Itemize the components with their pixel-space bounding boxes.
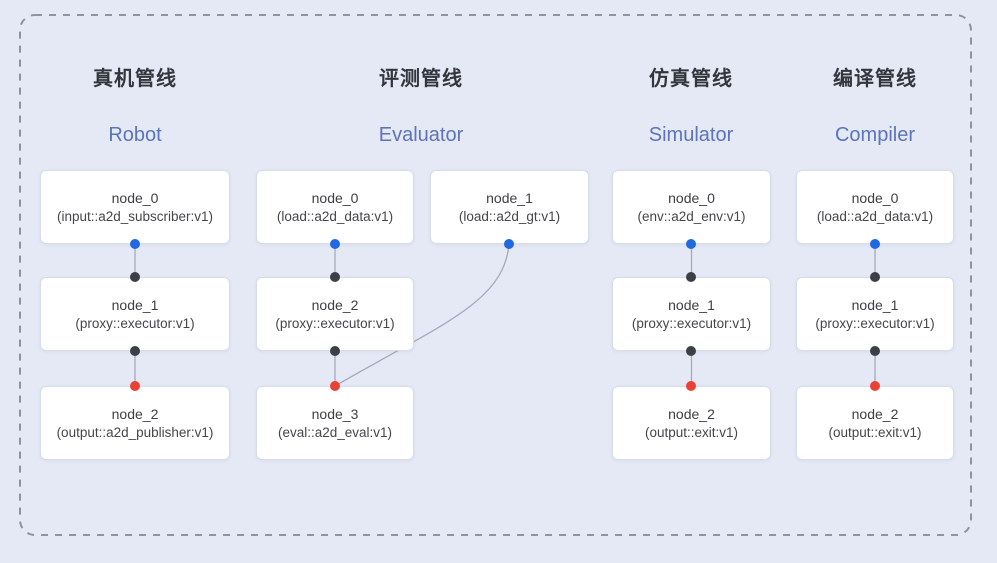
pipeline-title-evaluator-zh: 评测管线: [379, 68, 463, 90]
node-name: node_2: [111, 405, 159, 422]
port-dot-red: [870, 381, 880, 391]
node-type: (eval::a2d_eval:v1): [277, 424, 393, 440]
port-dot-black: [686, 272, 696, 282]
node-type: (proxy::executor:v1): [275, 315, 395, 331]
node-name: node_3: [311, 405, 359, 422]
pipeline-title-compiler-en: Compiler: [834, 124, 916, 146]
node-box-evaluator-node1: node_1 (load::a2d_gt:v1): [430, 170, 589, 244]
port-dot-black: [130, 272, 140, 282]
edge-evaluator-n1-n3: [334, 243, 510, 387]
pipeline-title-compiler-zh: 编译管线: [833, 68, 917, 90]
node-name: node_1: [668, 296, 715, 313]
node-name: node_1: [851, 296, 899, 313]
port-dot-red: [330, 381, 340, 391]
node-box-robot-node0: node_0 (input::a2d_subscriber:v1): [40, 170, 230, 244]
port-dot-blue: [330, 239, 340, 249]
node-box-robot-node2: node_2 (output::a2d_publisher:v1): [40, 386, 230, 460]
port-dot-black: [870, 272, 880, 282]
dashed-frame: [19, 14, 972, 536]
node-type: (input::a2d_subscriber:v1): [56, 208, 214, 224]
node-name: node_2: [311, 296, 359, 313]
port-dot-black: [330, 272, 340, 282]
node-type: (load::a2d_data:v1): [816, 208, 934, 224]
port-dot-black: [686, 346, 696, 356]
node-name: node_0: [111, 189, 159, 206]
pipeline-title-robot-en: Robot: [108, 124, 162, 146]
pipeline-title-robot-zh: 真机管线: [93, 68, 177, 90]
pipeline-title-evaluator-en: Evaluator: [378, 124, 464, 146]
node-type: (output::a2d_publisher:v1): [56, 424, 214, 440]
node-type: (env::a2d_env:v1): [637, 208, 746, 224]
port-dot-red: [686, 381, 696, 391]
node-name: node_2: [851, 405, 899, 422]
node-box-robot-node1: node_1 (proxy::executor:v1): [40, 277, 230, 351]
node-type: (load::a2d_gt:v1): [458, 208, 561, 224]
node-type: (load::a2d_data:v1): [276, 208, 394, 224]
port-dot-blue: [504, 239, 514, 249]
node-name: node_0: [668, 189, 715, 206]
node-type: (output::exit:v1): [644, 424, 739, 440]
node-box-compiler-node0: node_0 (load::a2d_data:v1): [796, 170, 954, 244]
node-name: node_0: [311, 189, 359, 206]
port-dot-blue: [130, 239, 140, 249]
node-box-simulator-node1: node_1 (proxy::executor:v1): [612, 277, 771, 351]
node-name: node_1: [486, 189, 533, 206]
node-box-simulator-node2: node_2 (output::exit:v1): [612, 386, 771, 460]
node-box-compiler-node1: node_1 (proxy::executor:v1): [796, 277, 954, 351]
node-box-evaluator-node3: node_3 (eval::a2d_eval:v1): [256, 386, 414, 460]
node-type: (proxy::executor:v1): [75, 315, 195, 331]
node-name: node_0: [851, 189, 899, 206]
node-box-simulator-node0: node_0 (env::a2d_env:v1): [612, 170, 771, 244]
node-box-evaluator-node0: node_0 (load::a2d_data:v1): [256, 170, 414, 244]
node-type: (output::exit:v1): [828, 424, 922, 440]
node-box-compiler-node2: node_2 (output::exit:v1): [796, 386, 954, 460]
node-name: node_2: [668, 405, 715, 422]
port-dot-blue: [870, 239, 880, 249]
port-dot-black: [870, 346, 880, 356]
pipeline-title-simulator-en: Simulator: [648, 124, 734, 146]
port-dot-red: [130, 381, 140, 391]
pipeline-title-simulator-zh: 仿真管线: [649, 68, 733, 90]
port-dot-blue: [686, 239, 696, 249]
node-type: (proxy::executor:v1): [631, 315, 752, 331]
port-dot-black: [330, 346, 340, 356]
node-box-evaluator-node2: node_2 (proxy::executor:v1): [256, 277, 414, 351]
port-dot-black: [130, 346, 140, 356]
node-type: (proxy::executor:v1): [815, 315, 935, 331]
node-name: node_1: [111, 296, 159, 313]
